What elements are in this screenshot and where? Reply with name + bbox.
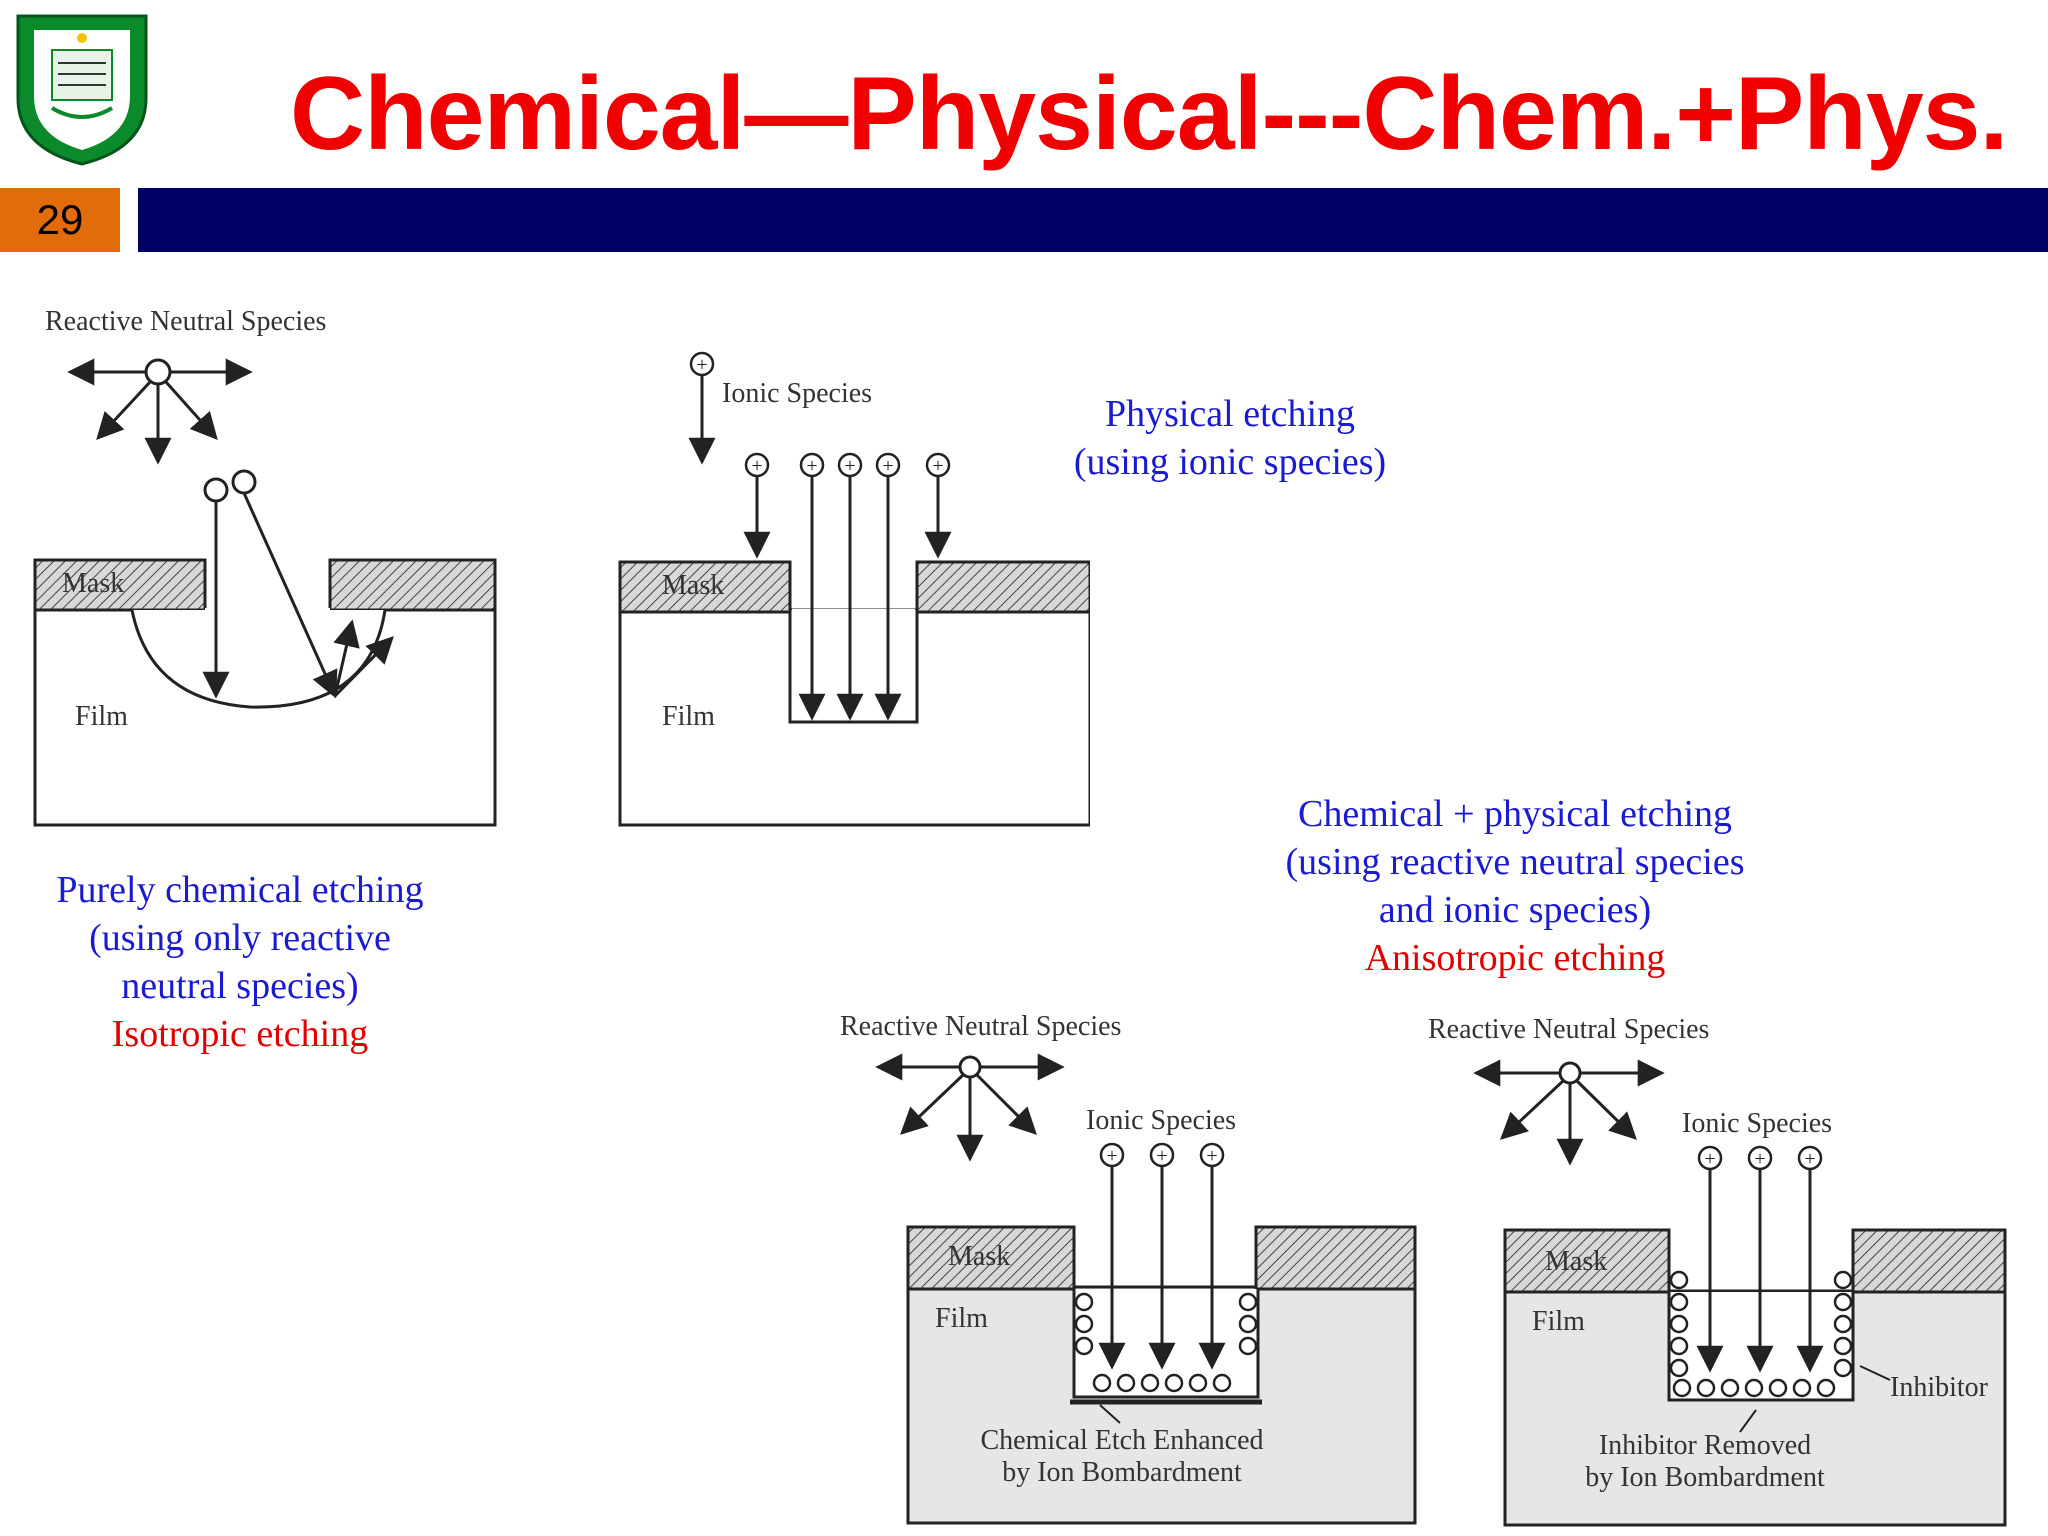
neutral-species-label: Reactive Neutral Species: [1428, 1014, 1709, 1045]
mask-label: Mask: [62, 568, 124, 599]
mask-label: Mask: [662, 570, 724, 601]
ion-particle: +: [1099, 1142, 1125, 1168]
svg-text:+: +: [1704, 1148, 1715, 1170]
neutral-species-label: Reactive Neutral Species: [840, 1011, 1121, 1042]
mask-right: [1254, 1225, 1417, 1291]
ionic-species-label: Ionic Species: [1682, 1108, 1832, 1139]
annotation-line: Inhibitor Removed: [1599, 1430, 1811, 1461]
species-arrow: [242, 492, 338, 699]
slide-number-badge: 29: [0, 188, 120, 252]
caption-line: Physical etching: [1104, 393, 1356, 435]
annotation-line: by Ion Bombardment: [1002, 1457, 1242, 1488]
ionic-species-label: Ionic Species: [722, 378, 872, 409]
pointer-line: [1099, 1404, 1121, 1424]
page-title: Chemical—Physical---Chem.+Phys.: [290, 56, 2008, 172]
svg-text:+: +: [1156, 1145, 1167, 1167]
svg-text:+: +: [1754, 1148, 1765, 1170]
caption-chemical: Purely chemical etching (using only reac…: [20, 866, 460, 1058]
mask-label: Mask: [948, 1241, 1010, 1272]
mask-left: [33, 558, 207, 612]
svg-text:+: +: [1106, 1145, 1117, 1167]
adsorbed-species: [1074, 1292, 1258, 1393]
caption-emphasis: Anisotropic etching: [1364, 937, 1666, 979]
mask-left: [1503, 1228, 1671, 1294]
svg-text:+: +: [696, 354, 707, 376]
neutral-particle: [144, 358, 172, 386]
caption-line: (using only reactive: [89, 917, 391, 959]
neutral-particle: [1558, 1061, 1582, 1085]
svg-text:+: +: [932, 455, 943, 477]
ion-particle: +: [1149, 1142, 1175, 1168]
caption-line: neutral species): [121, 965, 359, 1007]
ion-particle: +: [1199, 1142, 1225, 1168]
ion-particle: +: [925, 452, 951, 478]
anisotropic-trench: [788, 610, 919, 724]
pointer-line: [1739, 1409, 1757, 1433]
university-crest-icon: [16, 14, 148, 166]
film-label: Film: [1532, 1306, 1585, 1337]
ion-particle: +: [689, 351, 715, 377]
ion-particle: +: [875, 452, 901, 478]
mask-right: [915, 560, 1090, 614]
caption-combined: Chemical + physical etching (using react…: [1240, 790, 1790, 982]
species-arrow: [164, 381, 218, 441]
ion-particle: +: [1797, 1145, 1823, 1171]
diagram-ion-enhanced-etching: Reactive Neutral Species Ionic Species M…: [840, 1011, 1417, 1525]
diagram-physical-etching: + Ionic Species Mask Film + + + + +: [618, 351, 1090, 827]
ion-particle: +: [744, 452, 770, 478]
caption-line: (using ionic species): [1073, 441, 1387, 483]
caption-line: Chemical + physical etching: [1297, 793, 1733, 835]
ion-particle: +: [1697, 1145, 1723, 1171]
mask-left: [618, 560, 792, 614]
species-arrow: [333, 636, 394, 698]
svg-text:+: +: [1206, 1145, 1217, 1167]
caption-line: (using reactive neutral species: [1285, 841, 1745, 883]
mask-right: [328, 558, 497, 612]
caption-physical: Physical etching (using ionic species): [1000, 390, 1460, 486]
title-bar: [138, 188, 2048, 252]
inhibitor-label: Inhibitor: [1890, 1372, 1989, 1403]
neutral-particle: [203, 477, 229, 503]
neutral-species-label: Reactive Neutral Species: [45, 306, 326, 337]
species-arrow: [975, 1073, 1037, 1135]
neutral-particle: [958, 1055, 982, 1079]
species-arrow: [96, 380, 152, 440]
species-arrow: [333, 619, 360, 697]
annotation-line: by Ion Bombardment: [1585, 1462, 1825, 1493]
caption-emphasis: Isotropic etching: [111, 1013, 369, 1055]
ionic-species-label: Ionic Species: [1086, 1105, 1236, 1136]
species-arrow: [900, 1073, 965, 1135]
svg-text:+: +: [844, 455, 855, 477]
svg-text:+: +: [806, 455, 817, 477]
mask-label: Mask: [1545, 1246, 1607, 1277]
diagram-inhibitor-etching: Reactive Neutral Species Ionic Species M…: [1428, 1014, 2007, 1527]
svg-text:+: +: [882, 455, 893, 477]
inhibitor-layer: [1669, 1270, 1853, 1398]
species-arrow: [1500, 1079, 1565, 1140]
ion-particle: +: [799, 452, 825, 478]
film-label: Film: [662, 701, 715, 732]
pointer-line: [1859, 1365, 1891, 1381]
diagram-chemical-etching: Reactive Neutral Species Mask Film: [33, 306, 497, 827]
ion-particle: +: [1747, 1145, 1773, 1171]
caption-line: and ionic species): [1378, 889, 1652, 931]
film-label: Film: [935, 1303, 988, 1334]
svg-text:+: +: [1804, 1148, 1815, 1170]
neutral-particle: [231, 469, 257, 495]
ion-particle: +: [837, 452, 863, 478]
film-label: Film: [75, 701, 128, 732]
species-arrow: [1575, 1079, 1637, 1140]
caption-line: Purely chemical etching: [56, 869, 424, 911]
mask-right: [1851, 1228, 2007, 1294]
mask-left: [906, 1225, 1076, 1291]
annotation-line: Chemical Etch Enhanced: [981, 1425, 1264, 1456]
svg-text:+: +: [751, 455, 762, 477]
